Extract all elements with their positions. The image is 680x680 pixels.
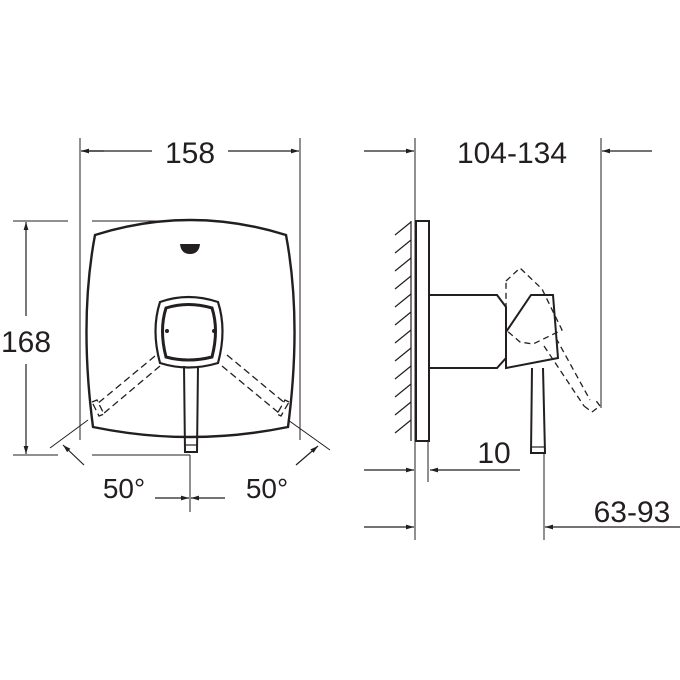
width-dimension: 158 [79, 137, 301, 440]
cover-plate-side [415, 220, 430, 442]
height-dimension: 168 [1, 220, 190, 456]
handle-side [505, 294, 560, 370]
plate-offset-label: 10 [477, 437, 510, 470]
lever-depth-dimension: 63-93 [364, 496, 680, 530]
angle-left-label: 50° [103, 473, 145, 504]
valve-body-side [430, 294, 507, 369]
front-view: 158 168 [1, 137, 331, 512]
projection-dimension: 104-134 [364, 137, 652, 170]
plate-offset-dimension: 10 [364, 437, 520, 473]
angle-dimensions: 50° 50° [49, 419, 331, 512]
projection-label: 104-134 [457, 137, 567, 170]
height-label: 168 [1, 326, 51, 359]
handle-front [91, 295, 290, 453]
angle-right-label: 50° [246, 473, 288, 504]
cover-plate [85, 218, 296, 439]
brand-logo-icon [180, 244, 200, 254]
wall-hatching [394, 221, 412, 441]
lever-side [529, 367, 547, 454]
lever-depth-label: 63-93 [594, 496, 671, 529]
handle-alternate-position [505, 267, 601, 413]
side-view: 104-134 [364, 137, 680, 540]
width-label: 158 [165, 137, 215, 170]
